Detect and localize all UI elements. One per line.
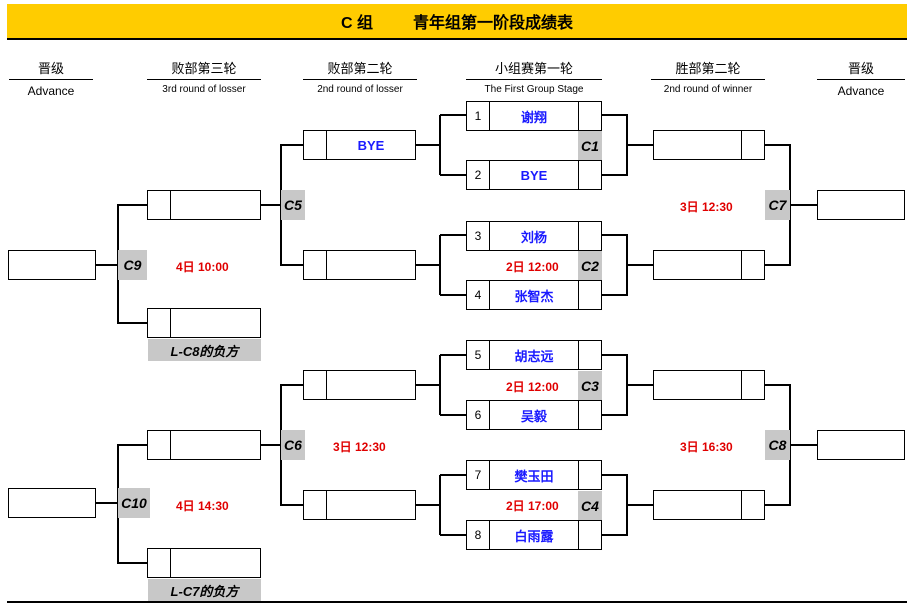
score-cell[interactable] <box>148 191 171 219</box>
match-code-c6: C6 <box>281 430 305 460</box>
player-slot-3[interactable]: 3 刘杨 <box>466 221 602 251</box>
score-cell[interactable] <box>304 491 327 519</box>
winner-r2-slot-3[interactable] <box>653 370 765 400</box>
player-slot-7[interactable]: 7 樊玉田 <box>466 460 602 490</box>
seed-number: 1 <box>467 102 490 130</box>
winner-r2-slot-1[interactable] <box>653 130 765 160</box>
c10-source-note: L-C7的负方 <box>148 579 261 601</box>
player-name: 樊玉田 <box>514 468 554 484</box>
loser-r3-slot-4[interactable] <box>147 548 261 578</box>
player-name: BYE <box>357 137 385 153</box>
player-name: 胡志远 <box>514 348 554 364</box>
match-code-c7: C7 <box>765 190 790 220</box>
score-cell[interactable] <box>304 371 327 399</box>
score-cell[interactable] <box>741 251 764 279</box>
advance-left-slot-1[interactable] <box>8 250 96 280</box>
line-c3-right <box>602 354 628 416</box>
match-time-c10: 4日 14:30 <box>176 499 229 513</box>
seed-number: 6 <box>467 401 490 429</box>
bottom-divider <box>7 601 907 603</box>
seed-number: 2 <box>467 161 490 189</box>
loser-r2-slot-4[interactable] <box>303 490 416 520</box>
match-time-c3: 2日 12:00 <box>506 380 559 394</box>
winner-r2-slot-4[interactable] <box>653 490 765 520</box>
column-header-advance-right: 晋级 Advance <box>817 58 905 98</box>
score-cell[interactable] <box>578 161 601 189</box>
column-header-winner-round2: 胜部第二轮 2nd round of winner <box>651 58 765 95</box>
player-slot-1[interactable]: 1 谢翔 <box>466 101 602 131</box>
score-cell[interactable] <box>578 341 601 369</box>
match-code-c10: C10 <box>118 488 150 518</box>
player-name: 谢翔 <box>520 109 547 125</box>
advance-left-slot-2[interactable] <box>8 488 96 518</box>
seed-number: 7 <box>467 461 490 489</box>
loser-r2-slot-1[interactable]: BYE <box>303 130 416 160</box>
match-code-c3: C3 <box>578 371 602 400</box>
player-name: 吴毅 <box>520 408 547 424</box>
advance-right-slot-2[interactable] <box>817 430 905 460</box>
advance-right-slot-1[interactable] <box>817 190 905 220</box>
score-cell[interactable] <box>304 251 327 279</box>
player-name: 张智杰 <box>514 288 554 304</box>
column-header-loser-round2: 败部第二轮 2nd round of losser <box>303 58 417 95</box>
column-header-loser-round3: 败部第三轮 3rd round of losser <box>147 58 261 95</box>
loser-r2-slot-2[interactable] <box>303 250 416 280</box>
match-time-c2: 2日 12:00 <box>506 260 559 274</box>
score-cell[interactable] <box>578 281 601 309</box>
column-header-group-stage-round1: 小组赛第一轮 The First Group Stage <box>466 58 602 95</box>
match-time-c8: 3日 16:30 <box>680 440 733 454</box>
score-cell[interactable] <box>578 461 601 489</box>
score-cell[interactable] <box>741 491 764 519</box>
score-cell[interactable] <box>148 549 171 577</box>
score-cell[interactable] <box>741 371 764 399</box>
loser-r3-slot-3[interactable] <box>147 430 261 460</box>
player-slot-5[interactable]: 5 胡志远 <box>466 340 602 370</box>
loser-r3-slot-1[interactable] <box>147 190 261 220</box>
player-name: BYE <box>520 167 548 183</box>
seed-number: 4 <box>467 281 490 309</box>
c9-source-note: L-C8的负方 <box>148 339 261 361</box>
player-slot-2[interactable]: 2 BYE <box>466 160 602 190</box>
player-slot-6[interactable]: 6 吴毅 <box>466 400 602 430</box>
loser-r3-slot-2[interactable] <box>147 308 261 338</box>
match-code-c5: C5 <box>281 190 305 220</box>
player-slot-8[interactable]: 8 白雨露 <box>466 520 602 550</box>
match-time-c7: 3日 12:30 <box>680 200 733 214</box>
score-cell[interactable] <box>578 102 601 130</box>
seed-number: 8 <box>467 521 490 549</box>
seed-number: 3 <box>467 222 490 250</box>
group-label: C 组 <box>340 15 373 32</box>
match-code-c4: C4 <box>578 491 602 520</box>
score-cell[interactable] <box>741 131 764 159</box>
match-time-c6: 3日 12:30 <box>333 440 386 454</box>
column-header-advance-left: 晋级 Advance <box>9 58 93 98</box>
loser-r2-slot-3[interactable] <box>303 370 416 400</box>
score-cell[interactable] <box>148 431 171 459</box>
score-cell[interactable] <box>578 521 601 549</box>
score-cell[interactable] <box>304 131 327 159</box>
score-cell[interactable] <box>578 222 601 250</box>
match-code-c2: C2 <box>578 251 602 280</box>
match-code-c9: C9 <box>118 250 147 280</box>
score-cell[interactable] <box>148 309 171 337</box>
player-slot-4[interactable]: 4 张智杰 <box>466 280 602 310</box>
title-bar: C 组 青年组第一阶段成绩表 <box>7 4 907 40</box>
match-time-c4: 2日 17:00 <box>506 499 559 513</box>
line-c1-right <box>602 114 628 176</box>
match-code-c1: C1 <box>578 131 602 160</box>
line-c2-right <box>602 234 628 296</box>
player-name: 刘杨 <box>520 229 547 245</box>
winner-r2-slot-2[interactable] <box>653 250 765 280</box>
line-c4-right <box>602 474 628 536</box>
seed-number: 5 <box>467 341 490 369</box>
page-title: 青年组第一阶段成绩表 <box>413 15 574 32</box>
score-cell[interactable] <box>578 401 601 429</box>
player-name: 白雨露 <box>514 528 554 544</box>
match-code-c8: C8 <box>765 430 790 460</box>
match-time-c9: 4日 10:00 <box>176 260 229 274</box>
